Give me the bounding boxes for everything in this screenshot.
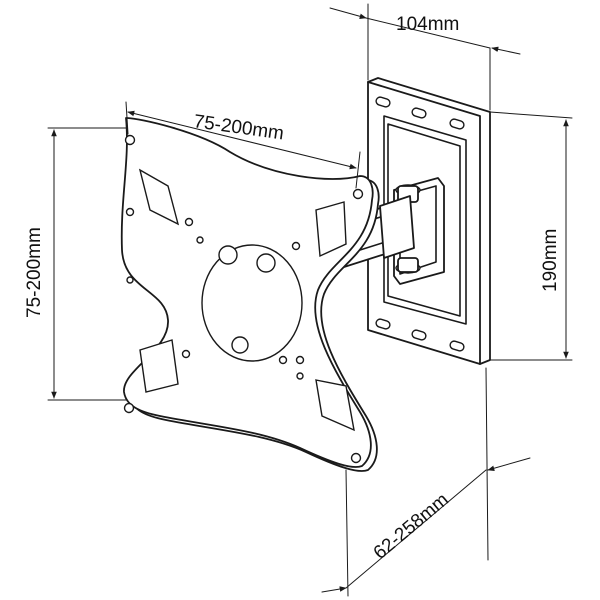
dimension-lines (47, 3, 573, 597)
dim-vesa-vertical-label: 75-200mm (24, 227, 45, 318)
dim-wall-plate-height-label: 190mm (540, 229, 561, 292)
center-cutout (201, 244, 303, 362)
wall-plate-top-slots (375, 96, 465, 130)
wall-plate-bottom-slots (375, 318, 465, 352)
slot-upper-right (315, 201, 347, 258)
dim-top-width-label: 104mm (396, 14, 459, 35)
dim-extension-depth-label: 62-258mm (370, 489, 453, 563)
slot-upper-left (138, 168, 180, 226)
slot-lower-right (315, 379, 355, 432)
vesa-plate (120, 117, 380, 472)
slot-lower-left (139, 339, 179, 393)
